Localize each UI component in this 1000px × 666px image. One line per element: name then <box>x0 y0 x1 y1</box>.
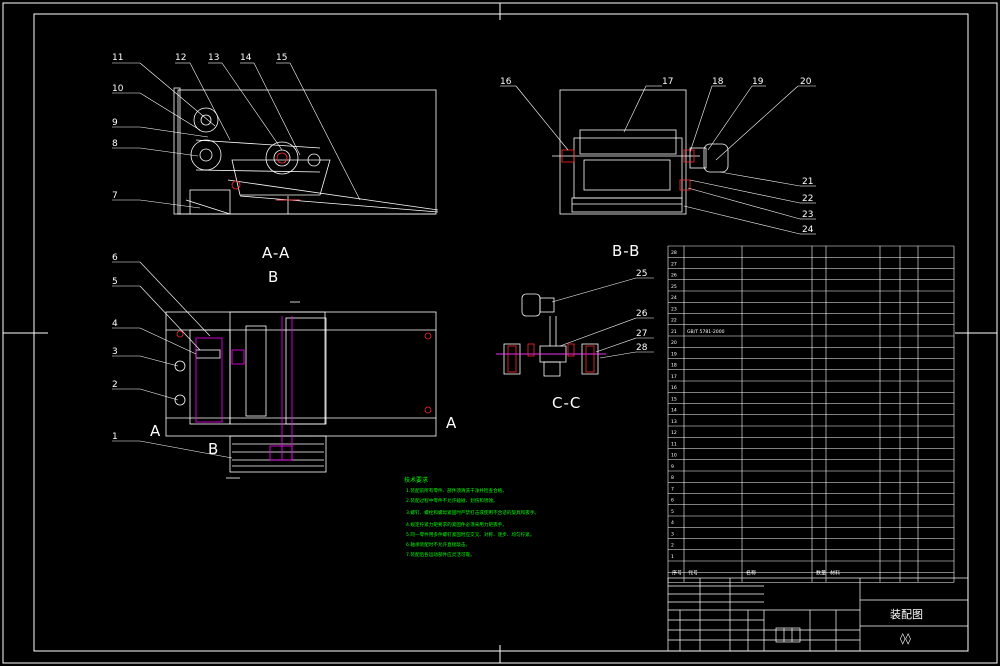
balloon-18: 18 <box>712 77 724 87</box>
bom-index: 11 <box>671 441 677 447</box>
bom-index: 10 <box>671 453 677 459</box>
notes-line-4: 4.规定拧紧力矩要求的紧固件必须采用力矩扳手。 <box>406 521 507 528</box>
bom-index: 8 <box>671 475 674 481</box>
bom-index: 12 <box>671 430 677 436</box>
notes-line-3: 3.螺钉、螺栓和螺母紧固时严禁打击或使用不合适的旋具和扳手。 <box>406 509 539 516</box>
bom-index: 9 <box>671 464 674 470</box>
balloon-15: 15 <box>276 53 287 63</box>
balloon-16: 16 <box>500 77 512 87</box>
bom-index: 21 <box>671 329 677 335</box>
balloon-6: 6 <box>112 253 118 263</box>
bom-index: 27 <box>671 261 677 267</box>
balloon-19: 19 <box>752 77 764 87</box>
bom-index: 5 <box>671 509 674 515</box>
bom-index: 16 <box>671 385 677 391</box>
bom-header-cell: 序号 <box>672 569 682 576</box>
bom-index: 7 <box>671 486 674 492</box>
section-label-b-top: B <box>268 268 279 286</box>
bom-index: 13 <box>671 419 677 425</box>
leaders-b-b <box>500 85 816 235</box>
technical-notes: 技术要求 1.装配前所有零件、部件须清洗干净并检查合格。 2.装配过程中零件不允… <box>404 476 539 558</box>
view-a-a <box>173 87 439 215</box>
drawing-name: 装配图 <box>890 608 923 621</box>
balloon-21: 21 <box>802 177 813 187</box>
view-c-c-hatch <box>507 343 595 373</box>
leaders-a-a <box>112 62 361 209</box>
section-label-b-bottom: B <box>208 440 219 458</box>
balloon-3: 3 <box>112 347 118 357</box>
bom-index: 14 <box>671 408 677 414</box>
bom-index: 25 <box>671 284 677 290</box>
bom-index: 15 <box>671 396 677 402</box>
balloon-5: 5 <box>112 277 118 287</box>
centering-marks <box>3 3 997 663</box>
balloon-20: 20 <box>800 77 812 87</box>
title-block <box>667 577 969 652</box>
balloon-2: 2 <box>112 380 118 390</box>
section-label-cc: C-C <box>552 394 581 412</box>
notes-line-7: 7.装配后各运动部件应灵活可靠。 <box>406 551 475 558</box>
bom-index: 20 <box>671 340 677 346</box>
bom-header-cell: 名称 <box>746 569 756 576</box>
section-label-bb: B-B <box>612 242 640 260</box>
balloon-4: 4 <box>112 319 118 329</box>
leaders-c-c <box>551 277 654 359</box>
bom-index: 2 <box>671 543 674 549</box>
bom-index: 24 <box>671 295 677 301</box>
bom-cell: GB/T 5781-2000 <box>687 329 725 335</box>
bom-index: 6 <box>671 498 674 504</box>
balloon-22: 22 <box>802 194 813 204</box>
section-label-a-right: A <box>446 414 457 432</box>
bom-index: 22 <box>671 318 677 324</box>
bom-index: 4 <box>671 520 674 526</box>
balloon-7: 7 <box>112 191 118 201</box>
bom-header-cell: 数量 <box>816 569 826 576</box>
view-b-b <box>552 89 729 215</box>
balloon-1: 1 <box>112 432 118 442</box>
notes-line-1: 1.装配前所有零件、部件须清洗干净并检查合格。 <box>406 487 507 494</box>
balloon-25: 25 <box>636 269 647 279</box>
view-symbol: ◊◊ <box>900 632 911 645</box>
notes-line-6: 6.轴承装配时不允许直接敲击。 <box>406 541 470 548</box>
view-a-a-accent <box>231 152 300 201</box>
bom-index: 1 <box>671 554 674 560</box>
bom-index: 3 <box>671 531 674 537</box>
balloon-12: 12 <box>175 53 186 63</box>
balloon-10: 10 <box>112 84 124 94</box>
notes-title: 技术要求 <box>404 476 428 484</box>
bom-index: 19 <box>671 351 677 357</box>
bom-index: 23 <box>671 306 677 312</box>
balloon-23: 23 <box>802 210 813 220</box>
notes-line-2: 2.装配过程中零件不允许磕碰、划伤和锈蚀。 <box>406 497 498 504</box>
balloon-27: 27 <box>636 329 647 339</box>
balloon-13: 13 <box>208 53 219 63</box>
balloon-17: 17 <box>662 77 673 87</box>
bom-index: 18 <box>671 363 677 369</box>
bom-index: 28 <box>671 250 677 256</box>
notes-line-5: 5.同一零件用多件螺钉紧固时应交叉、对称、逐步、均匀拧紧。 <box>406 531 534 538</box>
view-plan-accent <box>195 316 293 461</box>
balloon-8: 8 <box>112 139 118 149</box>
bom-header-cell: 代号 <box>688 569 698 576</box>
balloon-14: 14 <box>240 53 252 63</box>
view-plan-hatch <box>176 330 432 414</box>
balloon-11: 11 <box>112 53 123 63</box>
section-label-aa: A-A <box>262 244 290 262</box>
leaders-plan <box>112 261 233 459</box>
balloon-9: 9 <box>112 118 118 128</box>
section-label-a-left: A <box>150 422 161 440</box>
bom-index: 26 <box>671 273 677 279</box>
balloon-28: 28 <box>636 343 648 353</box>
bom-header-cell: 材料 <box>830 569 840 576</box>
view-plan <box>165 301 437 479</box>
balloon-24: 24 <box>802 225 814 235</box>
balloon-26: 26 <box>636 309 648 319</box>
bom-index: 17 <box>671 374 677 380</box>
